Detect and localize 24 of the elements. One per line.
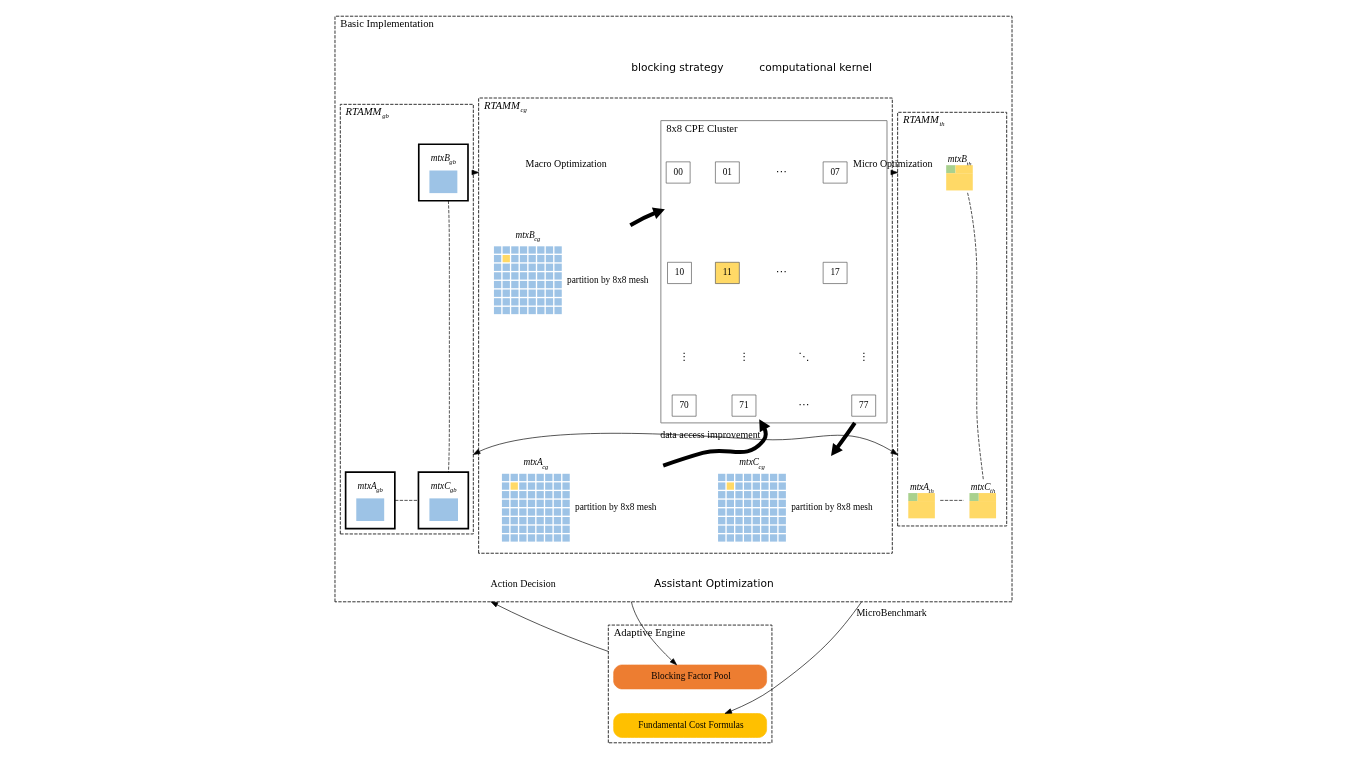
- label: ⋱: [798, 349, 810, 363]
- edge-label: Macro Optimization: [525, 158, 607, 170]
- node-label: partition by 8x8 mesh: [567, 274, 649, 285]
- node-label: partition by 8x8 mesh: [575, 502, 657, 513]
- node-label: partition by 8x8 mesh: [791, 502, 873, 513]
- node-label: mtxB$_{cg}$: [515, 229, 541, 243]
- label: ⋯: [775, 165, 787, 179]
- label: ⋮: [858, 349, 870, 363]
- node-label: mtxC$_{cg}$: [739, 457, 765, 470]
- edge-label: data access improvement: [660, 428, 761, 440]
- label: Assistant Optimization: [653, 577, 774, 591]
- edge-label: Action Decision: [490, 577, 556, 589]
- node-label: mtxA$_{th}$: [909, 481, 934, 495]
- label: computational kernel: [759, 60, 873, 74]
- node-label: mtxC$_{th}$: [970, 481, 996, 495]
- label: ⋯: [798, 398, 810, 412]
- node-label: mtxB$_{th}$: [947, 153, 972, 167]
- edge-label: Micro Optimization: [853, 158, 933, 170]
- label: blocking strategy: [631, 60, 724, 74]
- label: ⋮: [678, 349, 690, 363]
- label: ⋮: [738, 349, 750, 363]
- edge-label: MicroBenchmark: [856, 607, 927, 619]
- label: ⋯: [775, 265, 787, 279]
- node-label: mtxA$_{cg}$: [523, 457, 549, 470]
